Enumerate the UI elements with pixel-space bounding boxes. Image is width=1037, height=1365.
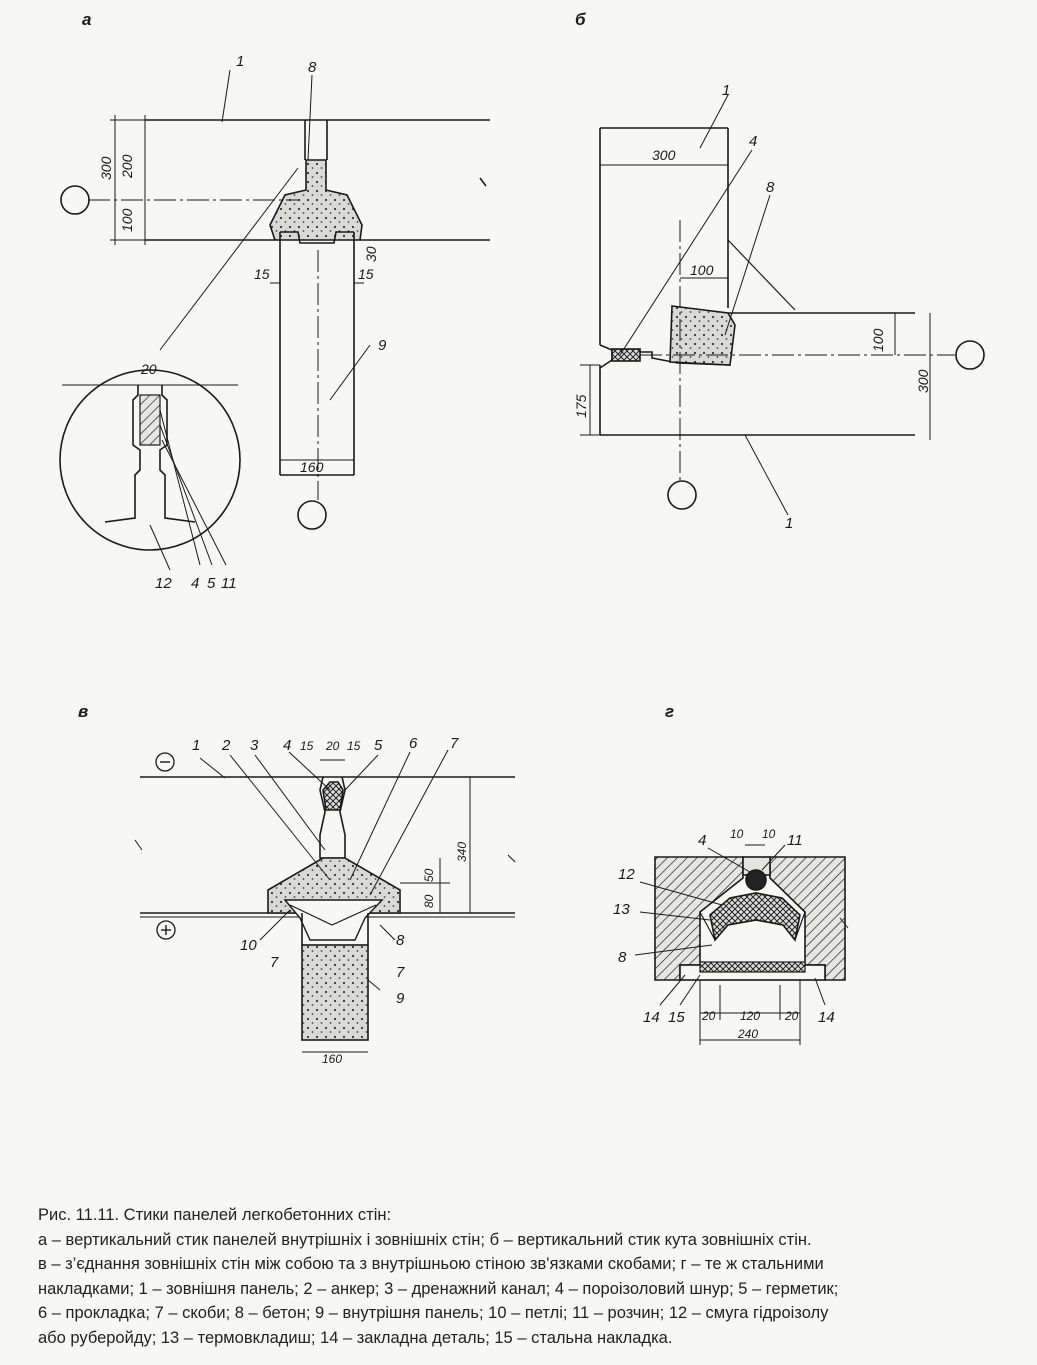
label-12: 12 (618, 866, 635, 883)
label-5: 5 (207, 575, 216, 592)
label-5: 5 (374, 737, 383, 754)
label-3: 3 (250, 737, 259, 754)
label-13: 13 (613, 901, 630, 918)
label-1: 1 (192, 737, 200, 754)
dim-100: 100 (119, 208, 135, 232)
dim-20-left: 20 (701, 1009, 716, 1023)
dim-100-horizontal: 100 (690, 262, 714, 278)
panel-c-title: в (78, 702, 88, 721)
label-8: 8 (396, 932, 405, 949)
dim-160: 160 (300, 459, 324, 475)
dim-15-left: 15 (254, 266, 270, 282)
figure-caption: Рис. 11.11. Стики панелей легкобетонних … (38, 1203, 1013, 1350)
dim-300: 300 (98, 156, 114, 180)
caption-line: в – з’єднання зовнішніх стін між собою т… (38, 1255, 824, 1273)
label-6: 6 (409, 735, 418, 752)
label-11: 11 (787, 832, 803, 849)
dim-200: 200 (119, 154, 135, 179)
dim-120: 120 (740, 1009, 760, 1023)
dim-300-horizontal: 300 (652, 147, 676, 163)
dim-20-right: 20 (784, 1009, 799, 1023)
dim-300-vertical: 300 (915, 369, 931, 393)
panel-b-title: б (575, 10, 586, 29)
dim-175: 175 (573, 394, 589, 418)
panel-a-drawing (59, 69, 490, 571)
caption-line: 6 – прокладка; 7 – скоби; 8 – бетон; 9 –… (38, 1304, 829, 1322)
label-8: 8 (308, 59, 317, 76)
label-14-right: 14 (818, 1009, 835, 1026)
panel-c-drawing (134, 749, 516, 1053)
dim-50: 50 (422, 868, 436, 882)
label-4: 4 (749, 133, 757, 150)
minus-sign: − (161, 755, 168, 769)
label-12: 12 (155, 575, 172, 592)
panel-a-title: а (82, 10, 91, 29)
label-7-left: 7 (270, 954, 279, 971)
dim-10-right: 10 (762, 827, 776, 841)
caption-line: або руберойду; 13 – термовкладиш; 14 – з… (38, 1328, 673, 1347)
dim-160: 160 (322, 1052, 342, 1066)
label-4: 4 (191, 575, 199, 592)
label-14-left: 14 (643, 1009, 660, 1026)
dim-20: 20 (325, 739, 340, 753)
caption-line: а – вертикальний стик панелей внутрішніх… (38, 1230, 812, 1249)
label-15: 15 (668, 1009, 685, 1026)
panel-b-drawing (580, 94, 985, 516)
dim-20: 20 (140, 361, 157, 377)
dim-80: 80 (422, 894, 436, 908)
dim-340: 340 (455, 842, 469, 862)
label-7-right: 7 (396, 964, 405, 981)
label-8: 8 (766, 179, 775, 196)
label-4: 4 (283, 737, 291, 754)
label-9: 9 (396, 990, 405, 1007)
label-4: 4 (698, 832, 706, 849)
caption-line: Рис. 11.11. Стики панелей легкобетонних … (38, 1206, 392, 1224)
dim-15-right: 15 (358, 266, 374, 282)
label-9: 9 (378, 337, 387, 354)
label-8: 8 (618, 949, 627, 966)
panel-d-drawing (634, 844, 849, 1045)
label-7-top: 7 (450, 735, 459, 752)
label-11: 11 (221, 575, 237, 592)
panel-d-title: г (665, 702, 674, 721)
label-10: 10 (240, 937, 257, 954)
dim-240: 240 (737, 1027, 758, 1041)
caption-line: накладками; 1 – зовнішня панель; 2 – анк… (38, 1279, 839, 1298)
label-1: 1 (236, 53, 244, 70)
technical-drawing: а 1 8 9 12 4 5 11 300 200 100 30 15 15 1… (59, 10, 985, 1066)
dim-30: 30 (363, 246, 379, 262)
label-1-top: 1 (722, 82, 730, 99)
label-2: 2 (221, 737, 231, 754)
label-1-bottom: 1 (785, 515, 793, 532)
dim-15-right: 15 (347, 739, 361, 753)
dim-15-left: 15 (300, 739, 314, 753)
dim-100-vertical: 100 (870, 328, 886, 352)
dim-10-left: 10 (730, 827, 744, 841)
